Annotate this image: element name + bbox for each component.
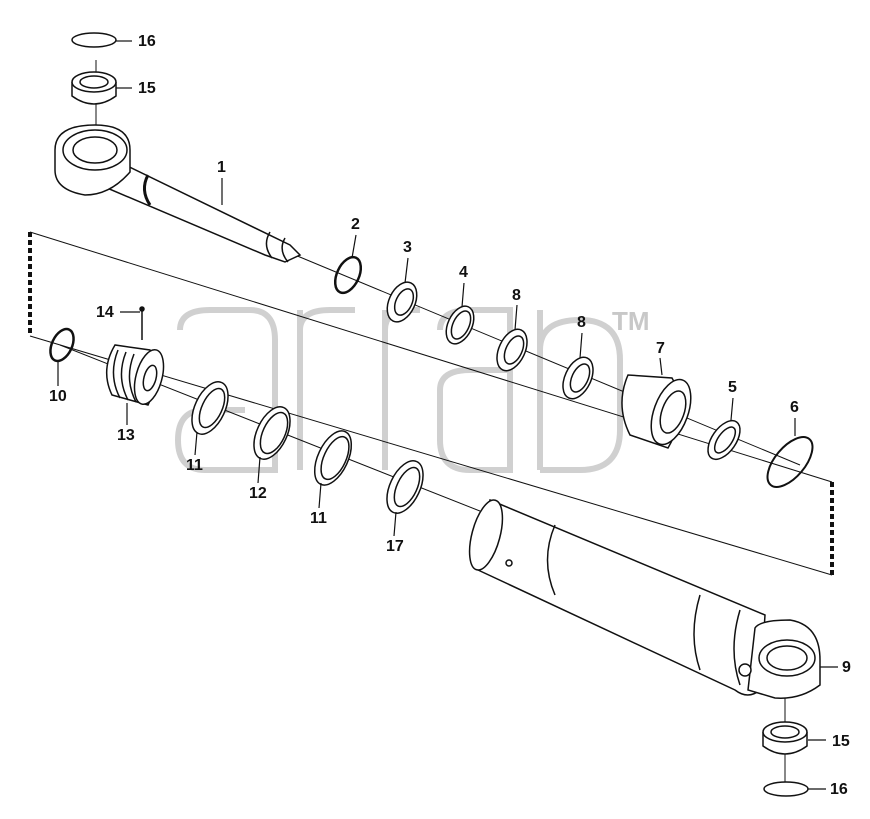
callout-9: 9 (842, 659, 851, 676)
callout-15-top: 15 (138, 80, 156, 97)
callout-17: 17 (386, 538, 404, 555)
watermark-trademark: TM (612, 306, 650, 336)
callout-1: 1 (217, 159, 226, 176)
callout-16-bottom: 16 (830, 781, 848, 798)
seal-3 (386, 281, 418, 323)
callout-12: 12 (249, 485, 267, 502)
snap-ring-top (71, 32, 117, 48)
callout-11a: 11 (186, 457, 203, 474)
callout-5: 5 (728, 379, 737, 396)
callout-8b: 8 (577, 314, 586, 331)
set-screw-14 (139, 306, 145, 340)
assembly-line-lower (29, 335, 833, 576)
callout-15-bottom: 15 (832, 733, 850, 750)
o-ring-10 (49, 327, 75, 363)
cylinder-barrel-9 (468, 498, 821, 699)
ring-4 (445, 305, 475, 345)
callout-3: 3 (403, 239, 412, 256)
bushing-bottom (762, 721, 808, 755)
piston-rod (54, 124, 302, 263)
seal-17 (386, 460, 424, 514)
guide-ring-8a (496, 328, 528, 372)
cylinder-head-7 (621, 374, 692, 449)
snap-ring-6 (766, 436, 814, 488)
callout-4: 4 (459, 264, 468, 281)
snap-ring-bottom (763, 781, 809, 797)
o-ring-2 (333, 255, 363, 295)
seal-11b (313, 430, 353, 486)
callout-14: 14 (96, 304, 114, 321)
callout-13: 13 (117, 427, 135, 444)
callout-6: 6 (790, 399, 799, 416)
callout-10: 10 (49, 388, 67, 405)
leader-lines (57, 40, 838, 790)
seal-11a (191, 381, 229, 435)
callout-8a: 8 (512, 287, 521, 304)
ring-12 (253, 406, 291, 460)
assembly-line-upper (29, 231, 833, 483)
callout-7: 7 (656, 340, 665, 357)
wiper-5 (707, 419, 741, 461)
watermark-logo (174, 307, 623, 473)
guide-ring-8b (562, 356, 594, 400)
callout-16-top: 16 (138, 33, 156, 50)
piston-13 (106, 344, 165, 406)
callout-2: 2 (351, 216, 360, 233)
assembly-lines (28, 60, 834, 790)
bushing-top (71, 71, 117, 105)
callout-11b: 11 (310, 510, 327, 527)
